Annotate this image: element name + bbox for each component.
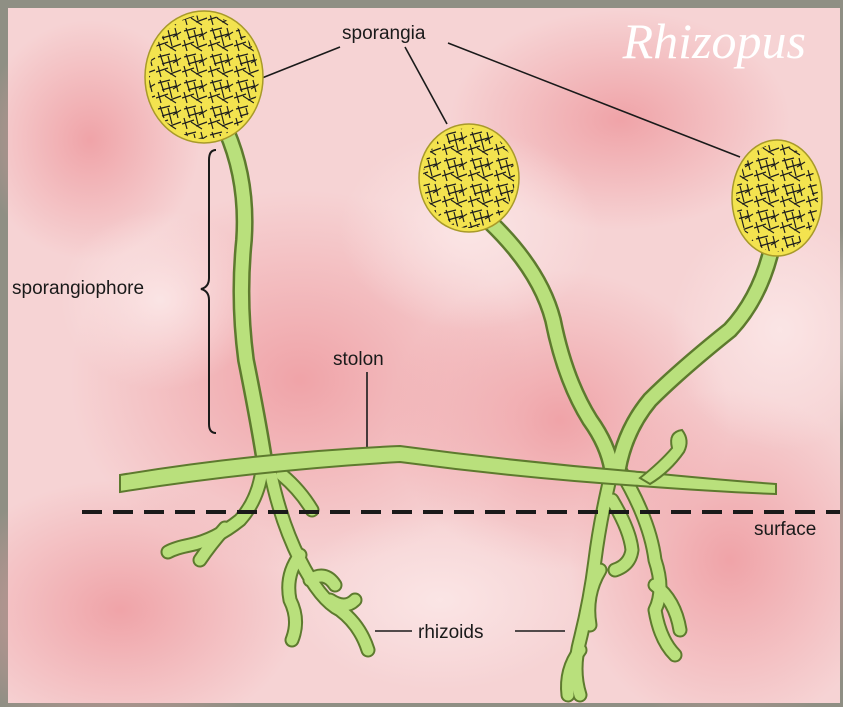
sporangium-right bbox=[732, 140, 822, 256]
label-sporangia: sporangia bbox=[342, 23, 426, 44]
label-surface: surface bbox=[754, 519, 816, 540]
label-stolon: stolon bbox=[333, 349, 384, 370]
label-sporangiophore: sporangiophore bbox=[12, 278, 144, 299]
label-rhizoids: rhizoids bbox=[418, 622, 483, 643]
diagram-title: Rhizopus bbox=[622, 13, 806, 69]
sporangium-middle bbox=[419, 124, 519, 232]
sporangium-left bbox=[145, 11, 263, 143]
